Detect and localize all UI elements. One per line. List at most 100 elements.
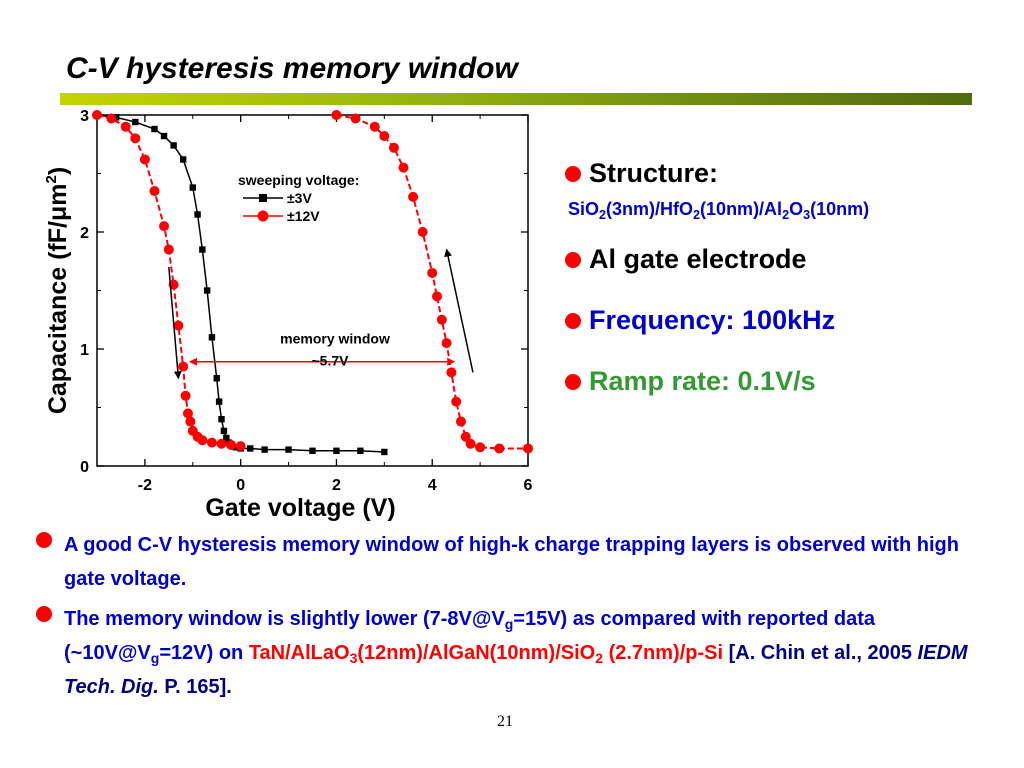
series-12v-point	[417, 227, 428, 237]
series-12v-point	[408, 191, 419, 202]
x-tick-label: 6	[524, 477, 533, 494]
series-3v-point	[199, 246, 206, 253]
bullet-structure: Structure:	[565, 158, 1015, 189]
bullet-dot	[565, 312, 581, 329]
series-12v-point	[106, 113, 117, 124]
y-tick-label: 2	[80, 225, 89, 242]
y-axis-label: Capacitance (fF/μm2)	[43, 167, 72, 414]
x-axis-label: Gate voltage (V)	[205, 494, 395, 522]
x-tick-label: 2	[332, 477, 341, 494]
bullet-dot	[36, 606, 52, 622]
series-12v-point	[455, 416, 466, 427]
legend-marker-circle	[257, 210, 269, 222]
bullet-electrode: Al gate electrode	[565, 244, 1015, 275]
series-3v-point	[220, 427, 228, 435]
plot-frame	[96, 114, 529, 467]
series-12v-point	[182, 408, 193, 419]
series-12v-point	[427, 267, 438, 278]
series-12v-point	[350, 113, 361, 124]
electrode-text: Al gate electrode	[589, 244, 807, 274]
series-12v-point	[475, 442, 486, 453]
series-12v-point	[388, 142, 399, 153]
series-3v-point	[151, 125, 158, 133]
series-12v-point	[441, 338, 452, 349]
bullet-ramp-rate: Ramp rate: 0.1V/s	[565, 366, 1015, 397]
series-12v-point	[92, 110, 102, 120]
series-12v-point	[494, 443, 505, 454]
ramp-rate-text: Ramp rate: 0.1V/s	[589, 366, 816, 396]
title-underline-bar	[60, 93, 972, 105]
series-12v-point	[197, 435, 208, 446]
series-12v-point	[523, 443, 533, 454]
series-3v-point	[285, 446, 292, 453]
series-3v-point	[194, 211, 201, 218]
structure-label: Structure:	[589, 158, 719, 188]
legend-label: ±3V	[287, 190, 312, 206]
y-tick-label: 0	[80, 459, 89, 476]
frequency-text: Frequency: 100kHz	[589, 305, 836, 335]
page-number: 21	[497, 713, 513, 730]
series-12v-point	[159, 221, 170, 232]
x-tick-label: -2	[138, 477, 152, 494]
series-3v-point	[189, 184, 196, 191]
series-3v-point	[333, 447, 340, 454]
series-12v-point	[369, 121, 380, 132]
legend-label: ±12V	[287, 208, 320, 224]
series-12v-point	[216, 438, 227, 449]
series-3v-point	[309, 447, 316, 454]
series-3v-point	[215, 398, 223, 405]
y-tick-label: 3	[80, 108, 89, 125]
structure-detail: SiO2(3nm)/HfO2(10nm)/Al2O3(10nm)	[568, 199, 870, 222]
series-3v-point	[218, 416, 225, 423]
note-2: The memory window is slightly lower (7-8…	[36, 602, 976, 704]
series-3v-point	[261, 446, 268, 453]
series-12v-point	[130, 133, 141, 144]
series-12v-point	[139, 154, 150, 165]
series-12v-point	[235, 441, 246, 452]
series-3v-point	[180, 156, 187, 163]
series-12v-line	[336, 114, 528, 450]
x-tick-label: 4	[428, 477, 437, 494]
note-2-text: The memory window is slightly lower (7-8…	[64, 608, 968, 698]
series-12v-point	[149, 186, 160, 197]
bullet-dot	[565, 165, 581, 182]
slide-title: C-V hysteresis memory window	[66, 52, 518, 85]
series-3v-point	[208, 334, 216, 341]
memory-window-label: memory window	[280, 331, 390, 347]
note-1-text: A good C-V hysteresis memory window of h…	[64, 534, 959, 590]
legend-marker-square	[259, 194, 267, 202]
series-12v-point	[180, 390, 191, 401]
series-3v-point	[223, 434, 230, 442]
sweep-down-arrow	[168, 267, 182, 380]
series-12v-point	[331, 110, 342, 120]
series-3v-point	[381, 448, 388, 456]
legend-title: sweeping voltage:	[238, 172, 359, 188]
series-3v-point	[247, 445, 254, 452]
y-axis-label-sup: 2	[43, 175, 60, 183]
y-tick-label: 1	[80, 342, 89, 359]
series-12v-point	[465, 438, 476, 449]
series-12v-point	[460, 431, 471, 442]
series-3v-point	[160, 132, 168, 140]
bullet-dot	[565, 373, 581, 390]
series-12v-point	[432, 291, 443, 302]
series-12v-point	[398, 162, 409, 173]
series-3v-point	[357, 447, 364, 454]
series-12v-point	[226, 439, 237, 450]
y-axis-label-main: Capacitance (fF/μm	[44, 184, 72, 415]
sweep-up-arrow	[444, 248, 474, 373]
memory-window-value: ~5.7V	[312, 353, 350, 369]
series-3v-point	[170, 142, 177, 149]
series-12v-point	[379, 131, 390, 142]
bullet-dot	[36, 532, 52, 548]
series-12v-point	[436, 314, 447, 325]
y-axis-label-close: )	[44, 167, 72, 175]
series-12v-point	[173, 320, 184, 331]
series-3v-line	[96, 114, 385, 453]
bullet-frequency: Frequency: 100kHz	[565, 305, 1015, 336]
bullet-list: Structure: SiO2(3nm)/HfO2(10nm)/Al2O3(10…	[565, 158, 1015, 397]
series-12v-point	[451, 396, 462, 407]
series-3v-point	[213, 375, 220, 382]
series-12v-point	[178, 361, 189, 372]
